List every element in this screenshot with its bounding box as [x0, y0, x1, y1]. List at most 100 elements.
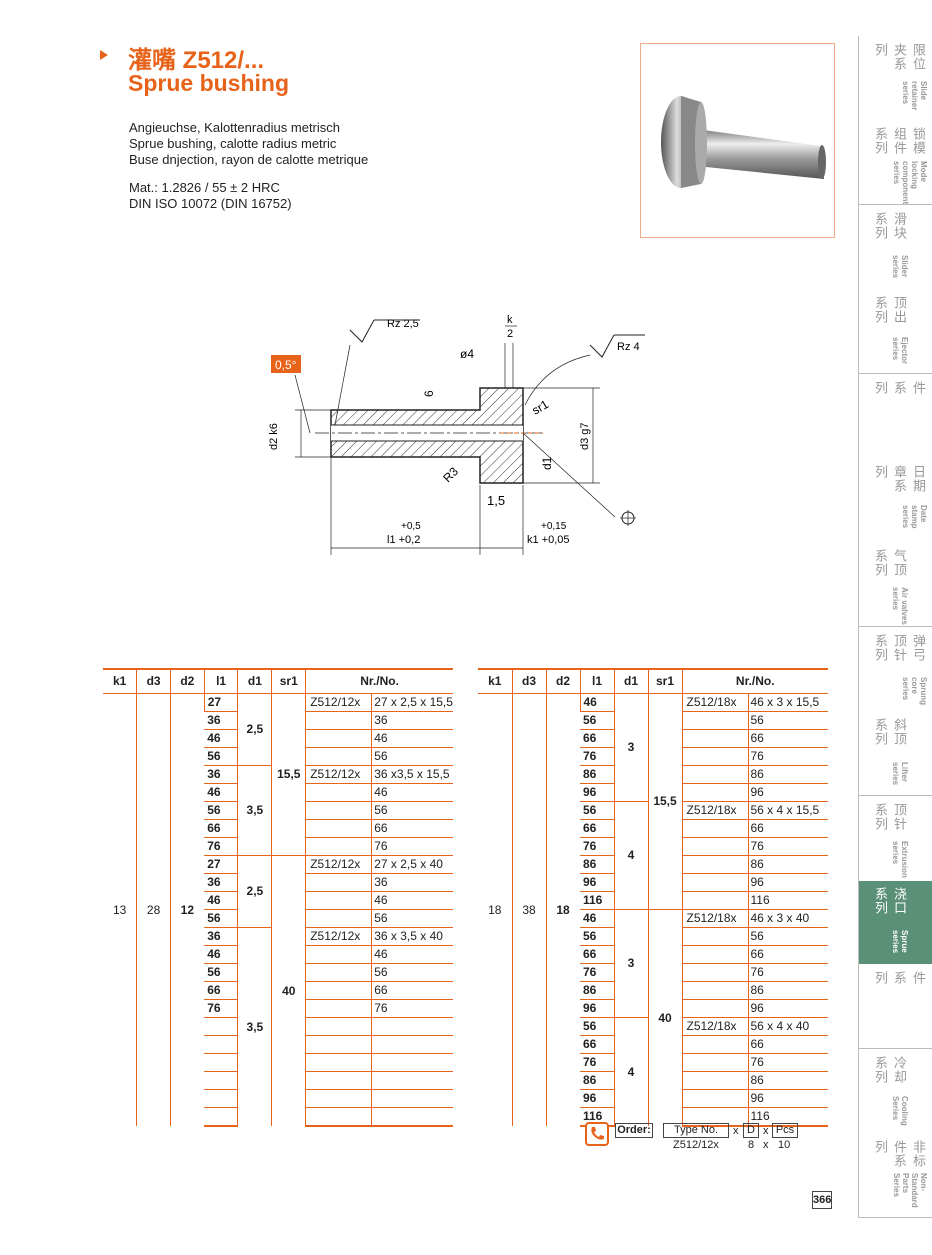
sidebar-item-label-cn: 非标件系列: [873, 1140, 926, 1169]
cell-nr: 56: [681, 926, 828, 945]
cell-l1: 86: [580, 980, 614, 999]
cell-nr: 116: [681, 890, 828, 909]
rz-label-2: Rz 4: [617, 341, 640, 353]
order-example-type: Z512/12x: [673, 1139, 719, 1151]
sidebar-item-label-en: Date stamp series: [901, 505, 928, 529]
col-header: k1: [478, 668, 512, 694]
col-header: d2: [545, 668, 580, 694]
cell-l1: 66: [580, 944, 614, 963]
col-header: sr1: [647, 668, 682, 694]
cell-d1: 2,5: [237, 692, 272, 765]
sidebar-item-label-cn: 冷却系列: [873, 1055, 907, 1084]
cell-nr: 36: [305, 710, 453, 729]
sidebar-item-label-en: Mode locking component series: [892, 160, 928, 204]
table-row: [103, 1016, 453, 1035]
page-number: 366: [812, 1191, 832, 1209]
cell-l1: 116: [580, 890, 614, 909]
cell-l1: 96: [580, 782, 614, 801]
product-description: Angieuchse, Kalottenradius metrisch Spru…: [129, 120, 368, 212]
cell-l1: 36: [204, 926, 238, 945]
cell-nr: 56: [681, 710, 828, 729]
sidebar-item-label-en: Lifter series: [891, 762, 909, 786]
cell-nr: 56: [305, 800, 453, 819]
sidebar-item-label-cn: 弹弓顶针系列: [873, 633, 926, 662]
product-photo: [640, 43, 835, 238]
cell-nr: 56: [305, 746, 453, 765]
title-chinese: 灌嘴 Z512/...: [128, 47, 265, 74]
cell-d3: 38: [511, 692, 546, 1126]
cell-l1: 27: [203, 692, 238, 711]
col-header: d1: [613, 668, 648, 694]
cell-l1: 76: [204, 998, 238, 1017]
cell-l1: 46: [579, 692, 614, 711]
sidebar-item-label-cn: 定位组件系列: [873, 380, 932, 395]
cell-d1: 4: [613, 1016, 648, 1126]
cell-sr1: 15,5: [271, 692, 306, 855]
order-d: D: [743, 1123, 759, 1138]
cell-l1: 46: [204, 890, 238, 909]
title-arrow-icon: [100, 50, 108, 60]
table-row: [103, 1070, 453, 1089]
cell-l1: 36: [204, 872, 238, 891]
cell-l1: 56: [580, 800, 614, 819]
cell-d1: 2,5: [237, 854, 272, 927]
sidebar-item-label-cn: 气顶系列: [873, 549, 907, 578]
sidebar-item-label-en: Slide retainer series: [901, 81, 928, 111]
sidebar-item-label-cn: 顶针系列: [873, 802, 907, 831]
cell-l1: 36: [204, 764, 238, 783]
order-x1: x: [733, 1125, 739, 1137]
sidebar-item[interactable]: 非标件系列 Non-Standard Parts Series: [859, 1133, 932, 1219]
cell-l1: 66: [580, 818, 614, 837]
col-header: sr1: [271, 668, 306, 694]
r3-label: R3: [440, 464, 461, 485]
phi4-label: ø4: [460, 347, 474, 361]
cell-nr: 46: [305, 890, 453, 909]
sidebar-item-label-en: Non-Standard Parts Series: [892, 1173, 928, 1209]
cell-nr: 56: [305, 962, 453, 981]
cell-d2: 18: [545, 692, 580, 1126]
cell-nr: 46: [305, 944, 453, 963]
sidebar-item-label-en: Ejector series: [891, 337, 909, 365]
cell-nr: 76: [681, 836, 828, 855]
cell-nr: 96: [681, 998, 828, 1017]
cell-l1: 76: [580, 962, 614, 981]
cell-l1: 46: [204, 782, 238, 801]
cell-l1: [204, 1070, 238, 1089]
order-type-no: Type No.: [663, 1123, 729, 1138]
cell-l1: 86: [580, 1070, 614, 1089]
cell-d2: 12: [169, 692, 205, 1126]
